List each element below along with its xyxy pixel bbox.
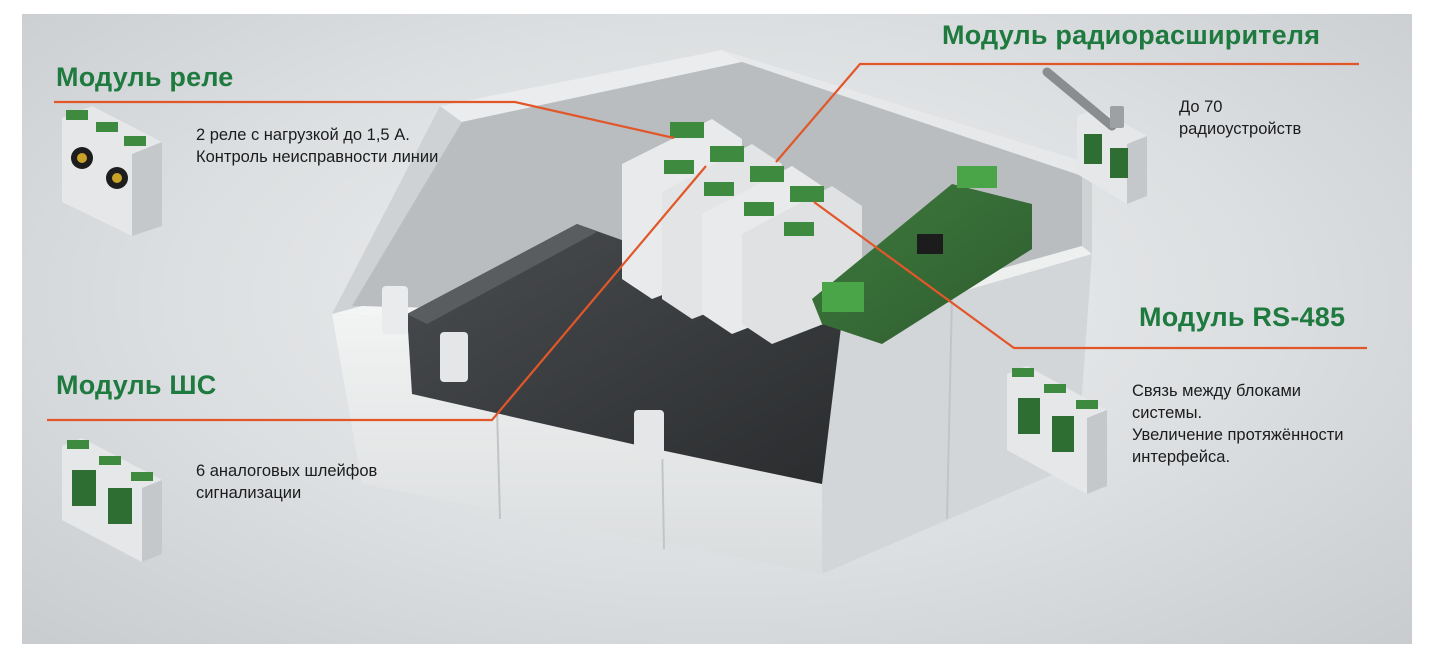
rs485-desc-line-1: Связь между блоками [1132,382,1302,400]
rs485-desc-line-4: интерфейса. [1132,448,1231,466]
radio-module-title: Модуль радиорасширителя [942,20,1321,50]
radio-desc-line-2: радиоустройств [1179,120,1302,138]
loop-desc-line-2: сигнализации [196,484,302,502]
relay-module-title: Модуль реле [56,62,234,92]
rs485-module-title: Модуль RS-485 [1139,302,1346,332]
relay-desc-line-1: 2 реле с нагрузкой до 1,5 А. [196,126,410,144]
loop-module-description: 6 аналоговых шлейфов сигнализации [196,460,377,504]
module-slots [622,119,862,344]
leader-lines [47,62,1367,422]
enclosure-illustration [47,50,1367,574]
radio-leader-line [775,62,1359,163]
loop-module-title: Модуль ШС [56,370,217,400]
relay-leader-line [54,100,675,140]
rs485-desc-line-3: Увеличение протяжённости [1132,426,1344,444]
rs485-desc-line-2: системы. [1132,404,1203,422]
main-pcb [812,166,1032,344]
radio-module-thumbnail [1042,67,1147,204]
product-diagram: Модуль реле 2 реле с нагрузкой до 1,5 А.… [22,14,1412,644]
rs485-module-description: Связь между блоками системы. Увеличение … [1132,380,1344,468]
radio-module-description: До 70 радиоустройств [1179,96,1301,140]
rs485-leader-line [813,201,1367,350]
loop-module-thumbnail [62,438,162,562]
relay-module-thumbnail [62,106,162,236]
relay-desc-line-2: Контроль неисправности линии [196,148,439,166]
loop-leader-line [47,165,707,422]
relay-module-description: 2 реле с нагрузкой до 1,5 А. Контроль не… [196,124,438,168]
radio-desc-line-1: До 70 [1179,98,1223,116]
rs485-module-thumbnail [1007,366,1107,494]
loop-desc-line-1: 6 аналоговых шлейфов [196,462,378,480]
